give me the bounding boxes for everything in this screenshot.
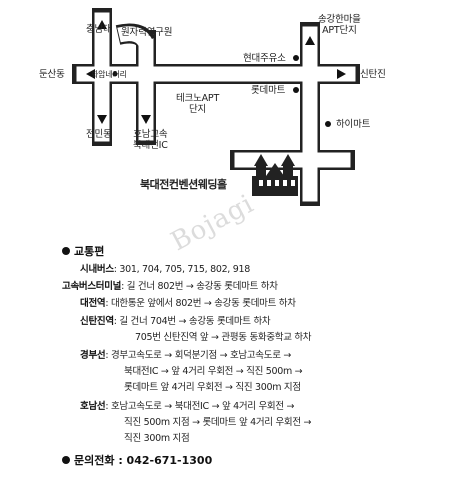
- gyeongbu-row: 경부선: 경부고속도로 → 회덕분기점 → 호남고속도로 →: [80, 349, 291, 363]
- label-songgang-apt-line2: APT단지: [322, 25, 357, 36]
- label-chungnam-univ: 충남대: [86, 24, 112, 35]
- transport-heading: 교통편: [62, 243, 104, 259]
- label-lotte-mart: 롯데마트: [251, 85, 286, 96]
- label-songgang-apt: 송강한마을 APT단지: [318, 14, 361, 36]
- label-techno-apt-line2: 단지: [188, 104, 207, 115]
- honam-key: 호남선: [80, 401, 106, 412]
- gyeongbu-key: 경부선: [80, 350, 106, 361]
- honam-line3: 직진 300m 지점: [124, 433, 190, 444]
- arrow-up-chungnam: [97, 20, 107, 29]
- express-terminal-row: 고속버스터미널: 길 건너 802번 → 송강동 롯데마트 하차: [62, 280, 278, 294]
- honam-line2: 직진 500m 지점 → 롯데마트 앞 4거리 우회전 →: [124, 417, 312, 428]
- city-bus-value: : 301, 704, 705, 715, 802, 918: [113, 264, 251, 275]
- road-network: [72, 8, 360, 206]
- label-hyundai-gas: 현대주유소: [243, 53, 286, 64]
- label-wedding-hall: 북대전컨벤션웨딩홀: [140, 178, 227, 191]
- honam-line1: : 호남고속도로 → 북대전IC → 앞 4거리 우회전 →: [105, 401, 295, 412]
- daejeon-station-value: : 대한통운 앞에서 802번 → 송강동 롯데마트 하차: [105, 298, 296, 309]
- gyeongbu-line1: : 경부고속도로 → 회덕분기점 → 호남고속도로 →: [105, 350, 292, 361]
- dot-lotte-mart: [293, 87, 299, 93]
- dot-hi-mart: [325, 121, 331, 127]
- sintanjin-station-line2: 705번 신탄진역 앞 → 관평동 동화중학교 하차: [135, 332, 312, 343]
- label-dunsan-dong: 둔산동: [39, 69, 65, 80]
- gyeongbu-line2: 북대전IC → 앞 4거리 우회전 → 직진 500m →: [124, 366, 303, 377]
- label-honam-line1: 호남고속: [133, 129, 168, 140]
- label-hwaam-junction: 화암네거리: [91, 70, 127, 79]
- dot-hyundai-gas: [293, 55, 299, 61]
- transport-title: 교통편: [74, 245, 105, 258]
- direction-arrows: [86, 20, 346, 124]
- express-terminal-key: 고속버스터미널: [62, 281, 122, 292]
- dot-hwaam: [112, 71, 118, 77]
- label-techno-apt: 테크노APT 단지: [176, 93, 219, 115]
- location-map: 충남대 원자력연구원 송강한마을 APT단지 둔산동 화암네거리 현대주유소 신…: [0, 0, 458, 235]
- label-songgang-apt-line1: 송강한마을: [318, 14, 361, 25]
- label-honam-line2: 북대전IC: [133, 140, 168, 151]
- sintanjin-station-key: 신탄진역: [80, 316, 114, 327]
- label-hi-mart: 하이마트: [336, 119, 371, 130]
- contact-phone: : 042-671-1300: [118, 454, 213, 467]
- daejeon-station-row: 대전역: 대한통운 앞에서 802번 → 송강동 롯데마트 하차: [80, 297, 296, 311]
- sintanjin-station-line1: : 길 건너 704번 → 송강동 롯데마트 하차: [113, 316, 271, 327]
- arrow-up-songgang: [305, 36, 315, 45]
- label-jeonmin-dong: 전민동: [86, 129, 112, 140]
- daejeon-station-key: 대전역: [80, 298, 106, 309]
- label-techno-apt-line1: 테크노APT: [176, 93, 220, 104]
- location-dots: [112, 55, 331, 127]
- label-sintanjin-east: 신탄진: [360, 69, 386, 80]
- gyeongbu-line3: 롯데마트 앞 4거리 우회전 → 직진 300m 지점: [124, 382, 301, 393]
- bullet-icon: [62, 247, 70, 255]
- label-honam-expressway: 호남고속 북대전IC: [133, 129, 168, 151]
- sintanjin-station-row: 신탄진역: 길 건너 704번 → 송강동 롯데마트 하차: [80, 315, 271, 329]
- arrow-down-jeonmin: [97, 115, 107, 124]
- honam-row: 호남선: 호남고속도로 → 북대전IC → 앞 4거리 우회전 →: [80, 400, 294, 414]
- express-terminal-value: : 길 건너 802번 → 송강동 롯데마트 하차: [121, 281, 278, 292]
- contact-title: 문의전화: [74, 454, 115, 467]
- city-bus-row: 시내버스: 301, 704, 705, 715, 802, 918: [80, 263, 250, 277]
- arrow-right-sintanjin: [337, 69, 346, 79]
- city-bus-key: 시내버스: [80, 264, 114, 275]
- wedding-hall-building-icon: [252, 154, 298, 196]
- label-atomic-institute: 원자력연구원: [121, 27, 173, 38]
- arrow-down-honam: [141, 115, 151, 124]
- arrow-left-dunsan: [86, 69, 95, 79]
- bullet-icon: [62, 456, 70, 464]
- contact-heading: 문의전화 : 042-671-1300: [62, 452, 212, 468]
